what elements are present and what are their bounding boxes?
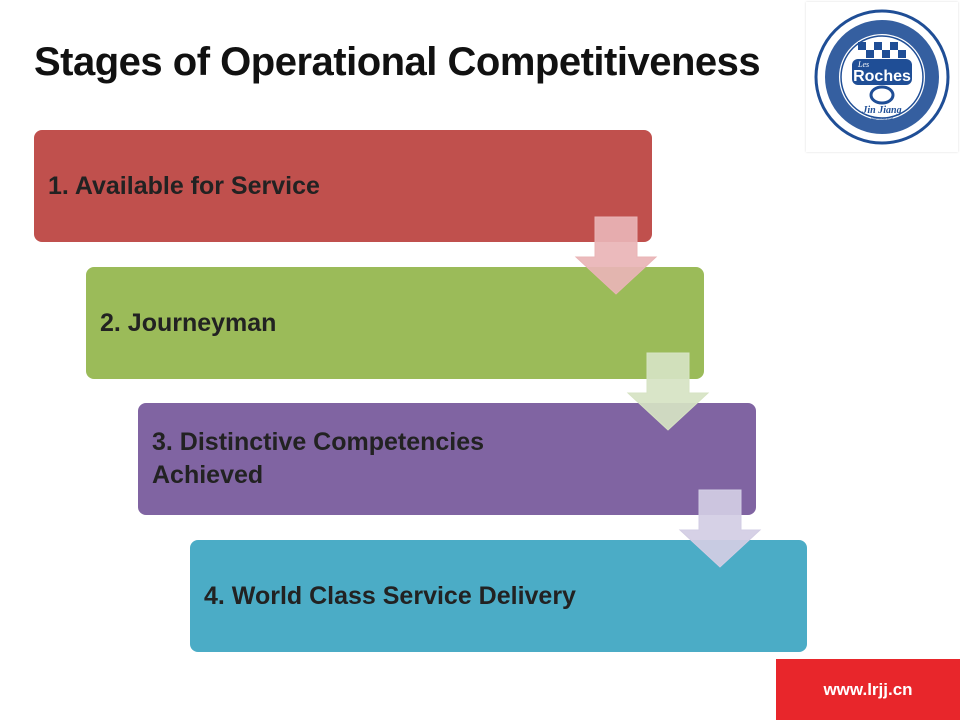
logo-brand-name: Roches xyxy=(853,68,911,85)
logo-sub-brand: Jin Jiang xyxy=(861,105,901,116)
stage-2-label: 2. Journeyman xyxy=(100,308,277,337)
down-arrow-icon xyxy=(626,352,710,431)
stage-2-box: 2. Journeyman xyxy=(86,267,704,379)
les-roches-logo: Les Roches Jin Jiang International xyxy=(806,2,958,152)
slide-title: Stages of Operational Competitiveness xyxy=(34,40,761,84)
down-arrow-icon xyxy=(678,489,762,568)
logo-brand-top: Les xyxy=(857,60,869,69)
stage-4-box: 4. World Class Service Delivery xyxy=(190,540,807,652)
stage-1-label: 1. Available for Service xyxy=(48,171,320,200)
stage-4-label: 4. World Class Service Delivery xyxy=(204,581,576,610)
logo-sub-brand-small: International xyxy=(871,116,893,121)
footer-url-badge[interactable]: www.lrjj.cn xyxy=(776,659,960,720)
stage-3-box: 3. Distinctive Competencies Achieved xyxy=(138,403,756,515)
stage-3-label: 3. Distinctive Competencies Achieved xyxy=(152,428,485,489)
stage-1-box: 1. Available for Service xyxy=(34,130,652,242)
logo-seal-graphic: Les Roches Jin Jiang International xyxy=(814,9,950,145)
down-arrow-icon xyxy=(574,216,658,295)
footer-url-text[interactable]: www.lrjj.cn xyxy=(823,679,913,699)
